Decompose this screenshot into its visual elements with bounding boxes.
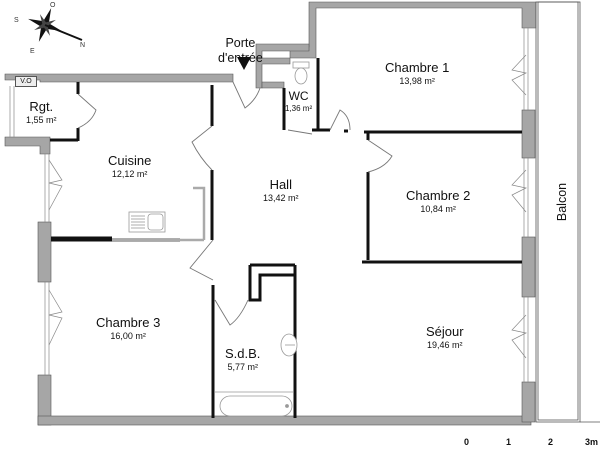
room-sejour: Séjour 19,46 m² (426, 324, 464, 350)
room-wc: WC 1,36 m² (285, 89, 313, 113)
scale-tick-3: 3m (585, 437, 599, 447)
entrance-label-line1: Porte (225, 36, 256, 50)
sink-icon (128, 211, 166, 233)
toilet-icon (292, 61, 310, 85)
room-name: Chambre 1 (385, 60, 450, 75)
room-name: S.d.B. (225, 346, 261, 361)
vent-label: V.O (15, 76, 37, 87)
room-sdb: S.d.B. 5,77 m² (225, 346, 261, 372)
compass-south-label: S (14, 17, 19, 24)
room-area: 10,84 m² (420, 203, 456, 214)
room-rgt: Rgt. 1,55 m² (26, 99, 57, 125)
room-area: 13,42 m² (263, 192, 299, 203)
room-chambre-2: Chambre 2 10,84 m² (406, 188, 471, 214)
scale-tick-1: 1 (506, 437, 512, 447)
bathtub-icon (215, 391, 293, 417)
room-chambre-3: Chambre 3 16,00 m² (96, 315, 161, 341)
room-hall: Hall 13,42 m² (263, 177, 299, 203)
room-name: Hall (269, 177, 292, 192)
room-chambre-1: Chambre 1 13,98 m² (385, 60, 450, 86)
room-name: Cuisine (108, 153, 152, 168)
scale-tick-0: 0 (464, 437, 470, 447)
room-area: 1,36 m² (285, 103, 313, 113)
room-area: 12,12 m² (111, 168, 148, 179)
room-name: Chambre 3 (96, 315, 161, 330)
doors (77, 81, 393, 326)
entrance-label-line2: d'entrée (218, 51, 263, 65)
scale-tick-2: 2 (548, 437, 554, 447)
kitchen-partition (112, 186, 206, 242)
balcony-label: Balcon (555, 182, 570, 222)
room-area: 1,55 m² (26, 114, 57, 125)
room-name: Chambre 2 (406, 188, 471, 203)
exterior-walls (4, 1, 537, 426)
compass-north-label: N (80, 42, 85, 49)
room-name: Séjour (426, 324, 464, 339)
compass-rose-icon (28, 8, 83, 42)
entrance-arrow-icon (237, 57, 251, 70)
entrance-label: Porte d'entrée (218, 36, 263, 66)
washbasin-icon (280, 333, 298, 357)
windows (9, 28, 529, 382)
partitions (50, 58, 522, 418)
room-name: WC (288, 89, 309, 103)
room-area: 5,77 m² (227, 361, 258, 372)
balcony-outline (535, 1, 581, 423)
room-name: Rgt. (29, 99, 54, 114)
room-cuisine: Cuisine 12,12 m² (108, 153, 152, 179)
compass-east-label: E (30, 48, 35, 55)
compass-west-label: O (50, 2, 56, 9)
room-area: 13,98 m² (399, 75, 435, 86)
room-area: 19,46 m² (427, 339, 463, 350)
room-area: 16,00 m² (110, 330, 146, 341)
